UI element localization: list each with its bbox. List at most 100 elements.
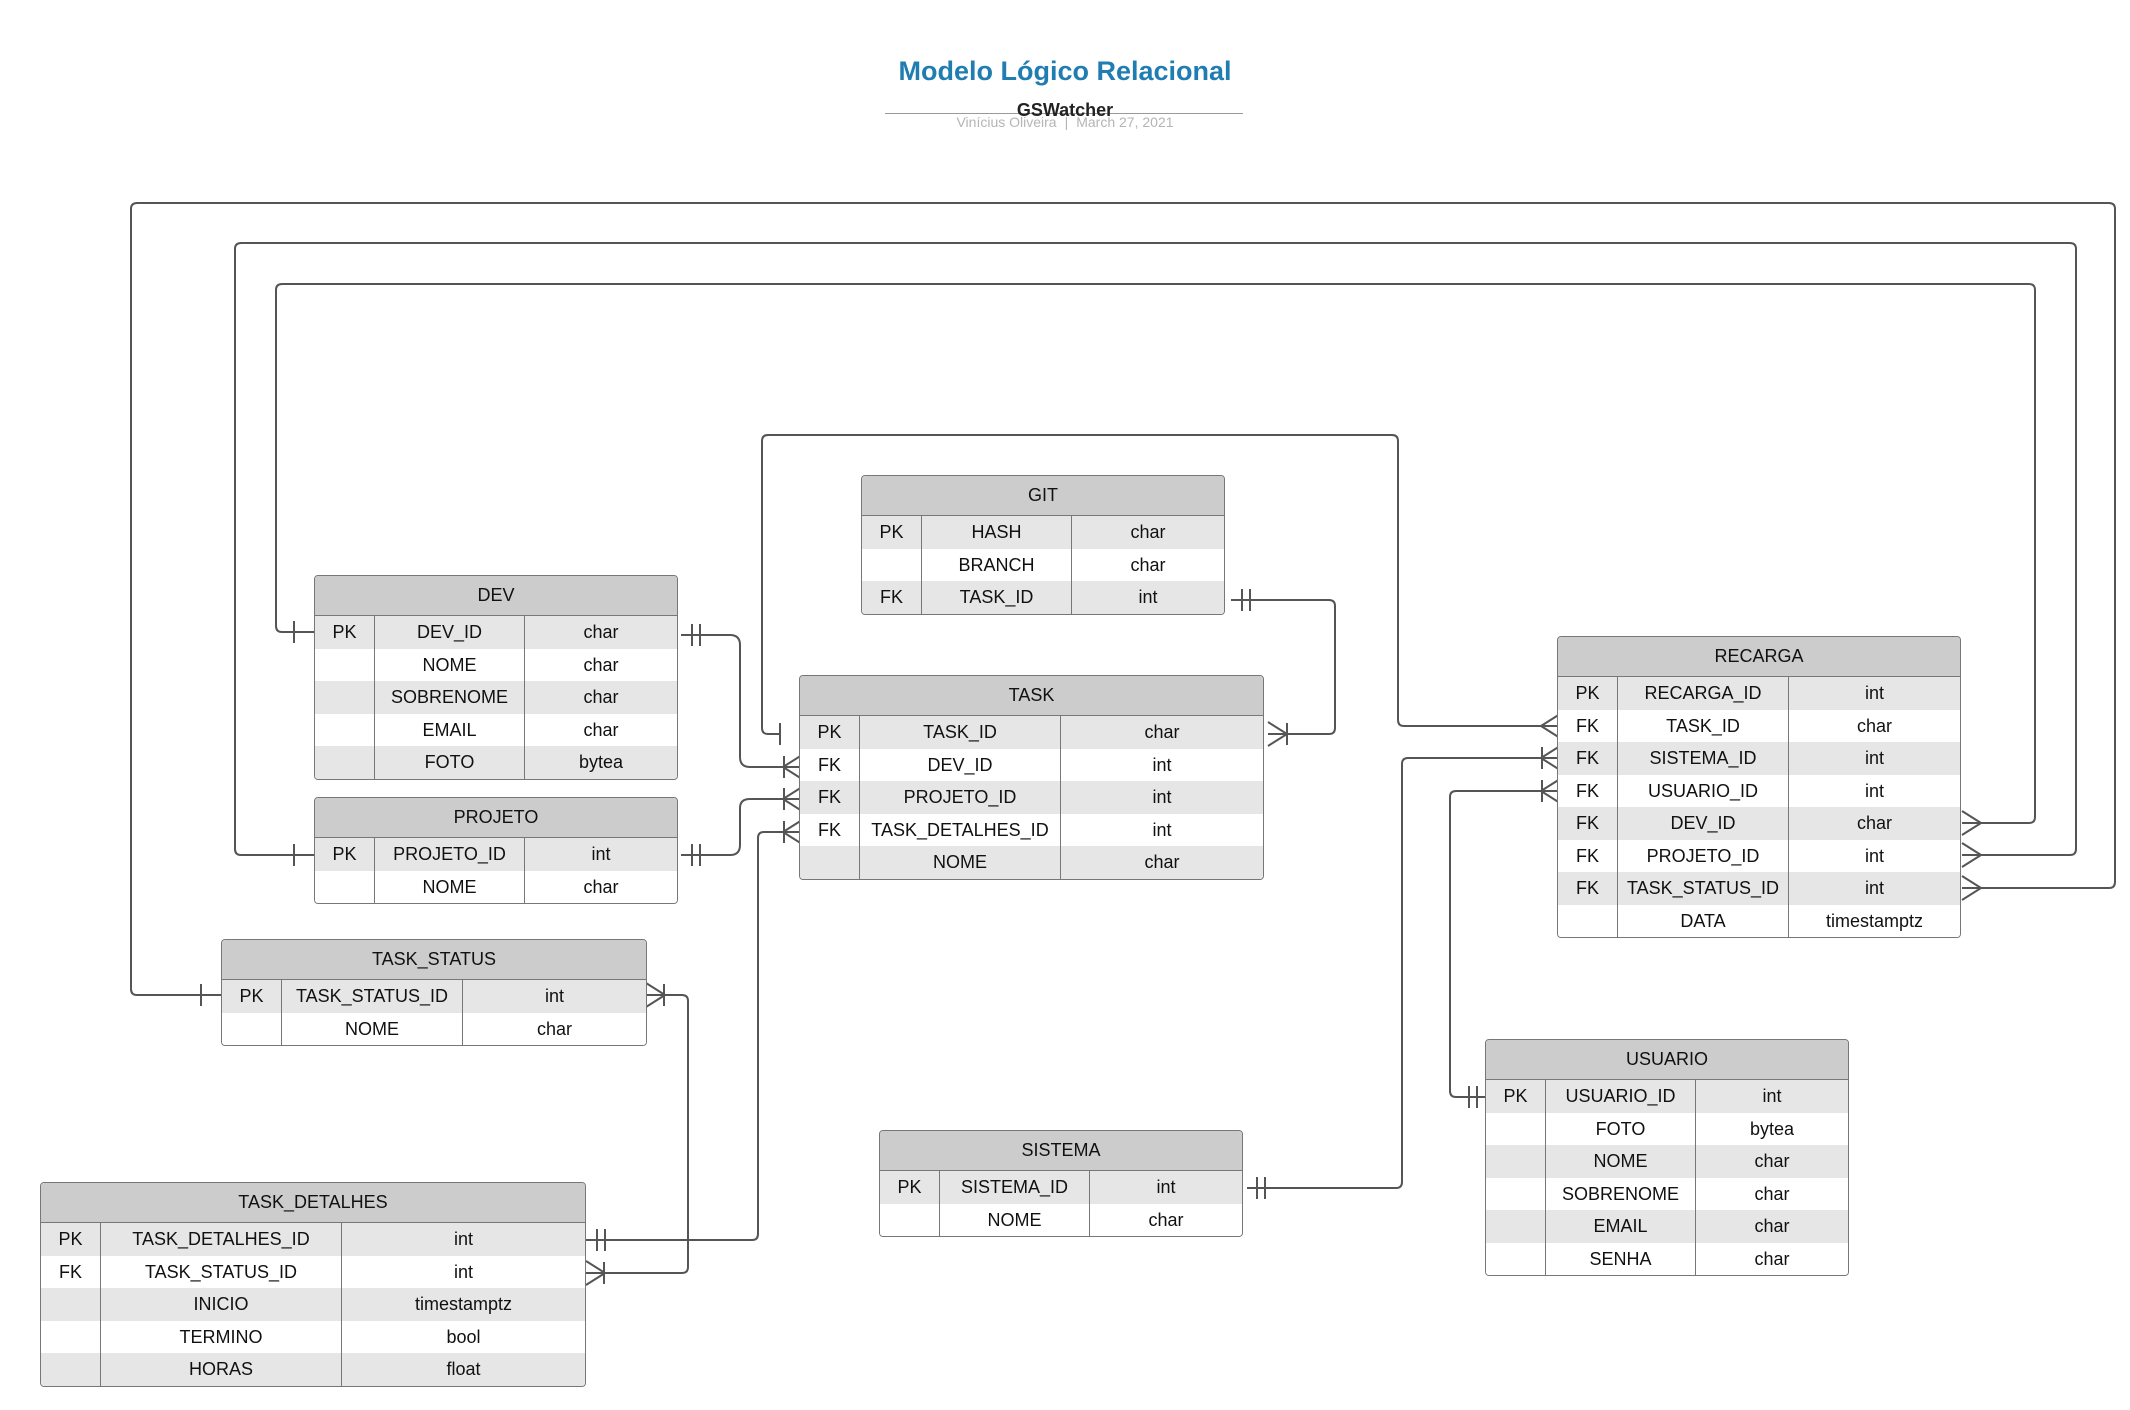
link-projeto-recarga[interactable]	[234, 242, 2077, 856]
field-name-cell: SISTEMA_ID	[940, 1171, 1090, 1204]
link-detalhes-task[interactable]	[586, 831, 802, 1241]
zero-many-marker	[1961, 810, 1982, 836]
field-name-cell: PROJETO_ID	[860, 781, 1061, 814]
field-name-cell: DATA	[1618, 904, 1789, 937]
author-text: Vinícius Oliveira	[956, 114, 1057, 130]
field-name-cell: NOME	[1546, 1145, 1696, 1178]
link-dev-task[interactable]	[681, 634, 802, 768]
crowfoot-marker	[1540, 778, 1561, 804]
link-usuario-recarga[interactable]	[1449, 790, 1560, 1098]
key-cell: FK	[800, 781, 860, 814]
link-projeto-task[interactable]	[681, 798, 802, 856]
key-cell: PK	[1486, 1080, 1546, 1113]
crowfoot-marker	[585, 1260, 606, 1286]
field-type-cell: int	[453, 1261, 473, 1282]
field-name-cell: SOBRENOME	[1546, 1177, 1696, 1210]
field-type-cell: int	[1762, 1086, 1782, 1106]
field-name-cell: USUARIO_ID	[1618, 774, 1789, 807]
link-sistema-recarga[interactable]	[1247, 757, 1560, 1189]
key-cell: FK	[1558, 839, 1618, 872]
field-name-cell: NOME	[860, 846, 1061, 879]
field-name-cell: EMAIL	[1546, 1210, 1696, 1243]
link-dev-recarga[interactable]	[275, 283, 2036, 824]
field-type-cell: int	[1152, 819, 1172, 840]
link-git-task[interactable]	[1231, 599, 1336, 735]
date-text: March 27, 2021	[1076, 114, 1174, 130]
entity-title: RECARGA	[1558, 637, 1960, 677]
field-type-cell: char	[1148, 1209, 1184, 1230]
field-name-cell: NOME	[375, 648, 525, 681]
one-only-marker	[691, 624, 701, 646]
field-type-cell: int	[1138, 587, 1158, 607]
field-type-cell: int	[591, 844, 611, 864]
entity-title: DEV	[315, 576, 677, 616]
field-name-cell: TASK_ID	[860, 716, 1061, 749]
entity-title: TASK_STATUS	[222, 940, 646, 980]
entity-title: TASK	[800, 676, 1263, 716]
field-name-cell: DEV_ID	[1618, 807, 1789, 840]
field-name-cell: INICIO	[101, 1288, 342, 1321]
field-name-cell: HASH	[922, 516, 1072, 549]
link-task-recarga[interactable]	[761, 434, 1560, 735]
page-subtitle: GSWatcher	[1016, 100, 1114, 120]
field-type-cell: char	[1130, 522, 1166, 542]
field-name-cell: TASK_ID	[1618, 709, 1789, 742]
key-cell	[1486, 1242, 1546, 1275]
link-status-recarga[interactable]	[130, 202, 2116, 996]
link-status-detalhes[interactable]	[586, 994, 689, 1274]
field-name-cell: DEV_ID	[860, 748, 1061, 781]
